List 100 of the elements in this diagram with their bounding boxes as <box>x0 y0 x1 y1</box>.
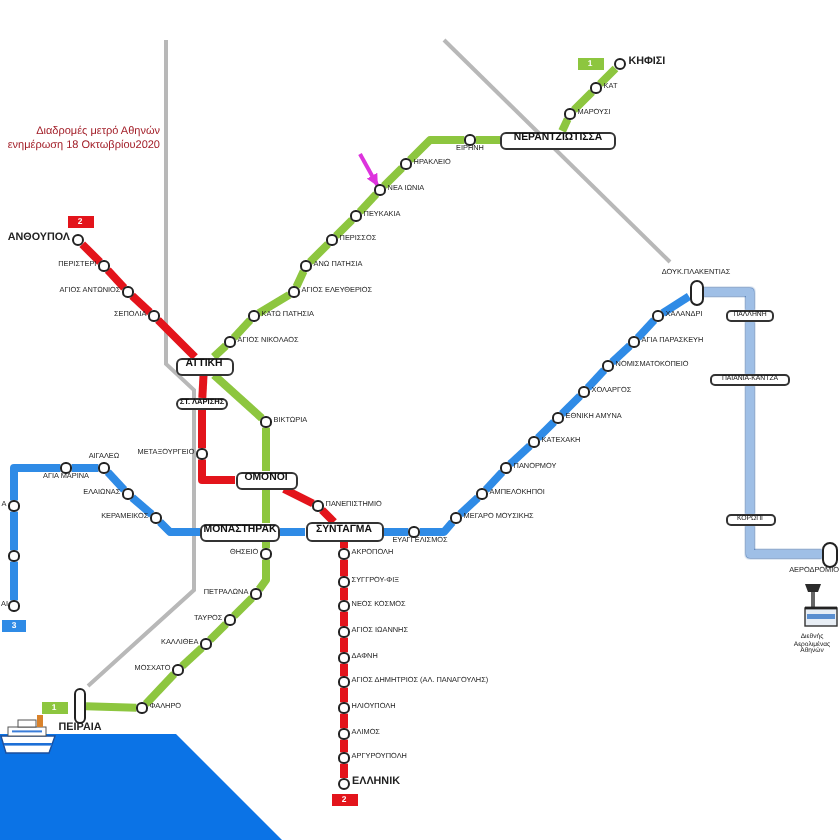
station-marker <box>338 778 350 790</box>
station-marker <box>74 688 86 724</box>
metro-line <box>292 269 308 289</box>
station-marker <box>338 600 350 612</box>
station-marker <box>628 336 640 348</box>
metro-line <box>211 372 265 422</box>
metro-line <box>230 317 254 341</box>
station-marker <box>224 614 236 626</box>
metro-line <box>340 559 348 577</box>
metro-line <box>10 561 18 601</box>
metro-line <box>207 621 229 643</box>
station-marker <box>822 541 838 567</box>
station-marker <box>338 676 350 688</box>
station-marker <box>122 488 134 500</box>
metro-line <box>634 317 658 341</box>
station-marker <box>590 82 602 94</box>
station-marker <box>338 702 350 714</box>
metro-line <box>333 217 355 239</box>
metro-line <box>340 611 348 627</box>
station-marker <box>338 728 350 740</box>
metro-line <box>79 241 103 265</box>
metro-line <box>558 117 572 133</box>
station-marker <box>288 286 300 298</box>
station-marker <box>564 108 576 120</box>
station-marker <box>350 210 362 222</box>
metro-line <box>256 291 292 317</box>
metro-line <box>356 191 380 215</box>
station-marker <box>338 652 350 664</box>
metro-line <box>282 485 315 508</box>
metro-line <box>198 410 206 449</box>
metro-line <box>482 469 506 493</box>
station-marker <box>464 134 476 146</box>
metro-line <box>262 489 270 523</box>
station-marker <box>98 462 110 474</box>
station-marker <box>552 412 564 424</box>
metro-line <box>10 464 61 501</box>
station-marker <box>260 416 272 428</box>
metro-line <box>129 494 155 518</box>
metro-line <box>307 241 331 265</box>
station-marker <box>172 664 184 676</box>
metro-line <box>407 136 465 163</box>
metro-line <box>571 89 595 113</box>
metro-line <box>340 663 348 677</box>
station-marker <box>374 184 386 196</box>
metro-line <box>142 671 178 707</box>
metro-line <box>340 542 348 549</box>
station-marker <box>196 448 208 460</box>
station-marker <box>300 260 312 272</box>
station-marker <box>400 158 412 170</box>
station-marker <box>578 386 590 398</box>
metro-line <box>340 637 348 653</box>
metro-line <box>198 374 208 399</box>
station-marker <box>408 526 420 538</box>
metro-line <box>746 525 822 558</box>
station-marker <box>602 360 614 372</box>
metro-line <box>340 713 348 729</box>
metro-line <box>340 739 348 753</box>
station-marker <box>689 279 703 305</box>
metro-line <box>746 321 754 375</box>
station-marker <box>248 310 260 322</box>
metro-line <box>280 528 305 536</box>
metro-line <box>597 65 619 87</box>
metro-line <box>85 702 137 712</box>
station-marker <box>136 702 148 714</box>
station-marker <box>613 57 627 71</box>
station-marker <box>72 234 84 246</box>
metro-line <box>535 419 557 441</box>
metro-line <box>256 559 270 592</box>
station-marker <box>8 500 20 512</box>
metro-line <box>660 293 692 317</box>
metro-line <box>457 494 481 518</box>
station-marker <box>150 512 162 524</box>
station-marker <box>312 500 324 512</box>
station-marker <box>260 548 272 560</box>
station-marker <box>60 462 72 474</box>
station-marker <box>476 488 488 500</box>
metro-line <box>231 595 255 619</box>
metro-line <box>609 342 633 366</box>
metro-line <box>198 459 235 484</box>
metro-line <box>383 528 409 536</box>
station-marker <box>98 260 110 272</box>
metro-line <box>475 136 500 144</box>
metro-line <box>340 687 348 703</box>
station-marker <box>528 436 540 448</box>
metro-line <box>262 427 270 471</box>
metro-line <box>71 464 99 472</box>
metro-line <box>340 587 348 601</box>
station-marker <box>500 462 512 474</box>
metro-line <box>211 342 229 360</box>
station-marker <box>450 512 462 524</box>
station-marker <box>200 638 212 650</box>
metro-line <box>157 519 200 536</box>
station-marker <box>338 576 350 588</box>
metro-line <box>584 367 608 391</box>
station-marker <box>652 310 664 322</box>
metro-line <box>10 511 18 551</box>
metro-line <box>155 317 198 360</box>
station-marker <box>338 626 350 638</box>
metro-line <box>104 469 128 493</box>
metro-line <box>703 288 754 311</box>
